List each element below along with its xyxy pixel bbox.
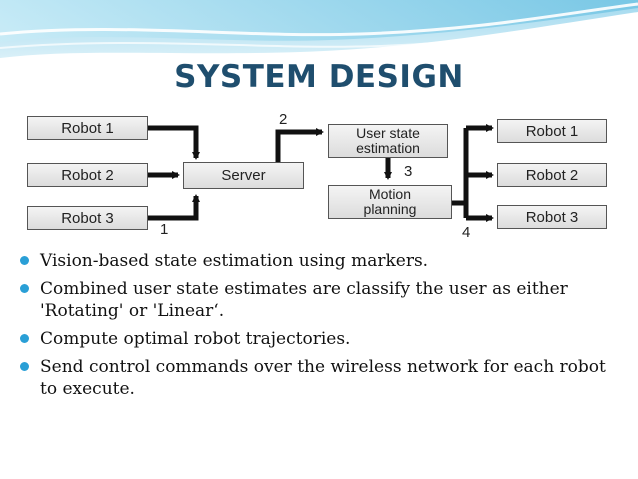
bullet-item: Compute optimal robot trajectories. (18, 328, 618, 350)
bullet-text: Combined user state estimates are classi… (40, 279, 568, 321)
server-box: Server (183, 162, 304, 189)
right-robot-1-box: Robot 1 (497, 119, 607, 143)
bullet-text: Compute optimal robot trajectories. (40, 329, 351, 349)
motion-line-1: Motion (368, 186, 412, 202)
bullet-dot-icon (20, 334, 29, 343)
arrow-robot3-server (148, 194, 200, 221)
step-label-1: 1 (160, 221, 169, 238)
bullet-text: Send control commands over the wireless … (40, 357, 606, 399)
step-label-3: 3 (404, 163, 413, 180)
bullet-dot-icon (20, 362, 29, 371)
step-label-2: 2 (279, 111, 288, 128)
left-robot-3-box: Robot 3 (27, 206, 148, 230)
bullet-dot-icon (20, 284, 29, 293)
system-diagram: Robot 1 Robot 2 Robot 3 Server User stat… (0, 108, 638, 243)
left-robot-2-box: Robot 2 (27, 163, 148, 187)
motion-line-2: planning (363, 201, 417, 217)
user-state-line-2: estimation (356, 140, 420, 156)
right-robot-2-box: Robot 2 (497, 163, 607, 187)
bullet-dot-icon (20, 256, 29, 265)
step-label-4: 4 (462, 224, 471, 241)
user-state-box: User state estimation (328, 124, 448, 158)
header-wave-banner (0, 0, 638, 80)
motion-planning-box: Motion planning (328, 185, 452, 219)
bullet-text: Vision-based state estimation using mark… (40, 251, 429, 271)
bullet-item: Send control commands over the wireless … (18, 356, 618, 400)
bullet-item: Combined user state estimates are classi… (18, 278, 618, 322)
slide-title: SYSTEM DESIGN (174, 59, 464, 95)
user-state-line-1: User state (356, 125, 420, 141)
bullet-item: Vision-based state estimation using mark… (18, 250, 618, 272)
arrow-robot1-server (148, 125, 200, 160)
bullet-list: Vision-based state estimation using mark… (18, 250, 618, 406)
left-robot-1-box: Robot 1 (27, 116, 148, 140)
right-robot-3-box: Robot 3 (497, 205, 607, 229)
